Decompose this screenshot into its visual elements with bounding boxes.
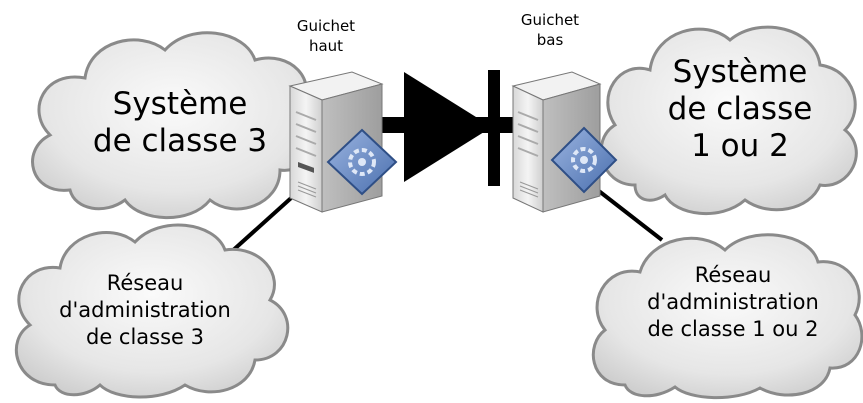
lower-admin-label: Réseau d'administration de classe 1 ou 2 — [647, 263, 819, 341]
upper-system-label: Système de classe 3 — [92, 86, 268, 159]
lower-gateway-label: Guichet bas — [520, 11, 580, 49]
link-upper-admin — [228, 188, 302, 255]
cloud-lower-system — [599, 25, 858, 216]
cloud-lower-admin — [591, 233, 863, 400]
gear-badge-icon-lower — [550, 126, 618, 194]
cloud-upper-admin — [14, 223, 290, 399]
link-lower-admin — [593, 186, 664, 242]
upper-gateway-label: Guichet haut — [296, 17, 356, 55]
cloud-upper-system — [31, 31, 317, 220]
gear-badge-icon-upper — [326, 128, 398, 196]
data-diode-icon — [378, 70, 518, 186]
upper-admin-label: Réseau d'administration de classe 3 — [59, 271, 231, 349]
lower-system-label: Système de classe 1 ou 2 — [667, 54, 813, 164]
